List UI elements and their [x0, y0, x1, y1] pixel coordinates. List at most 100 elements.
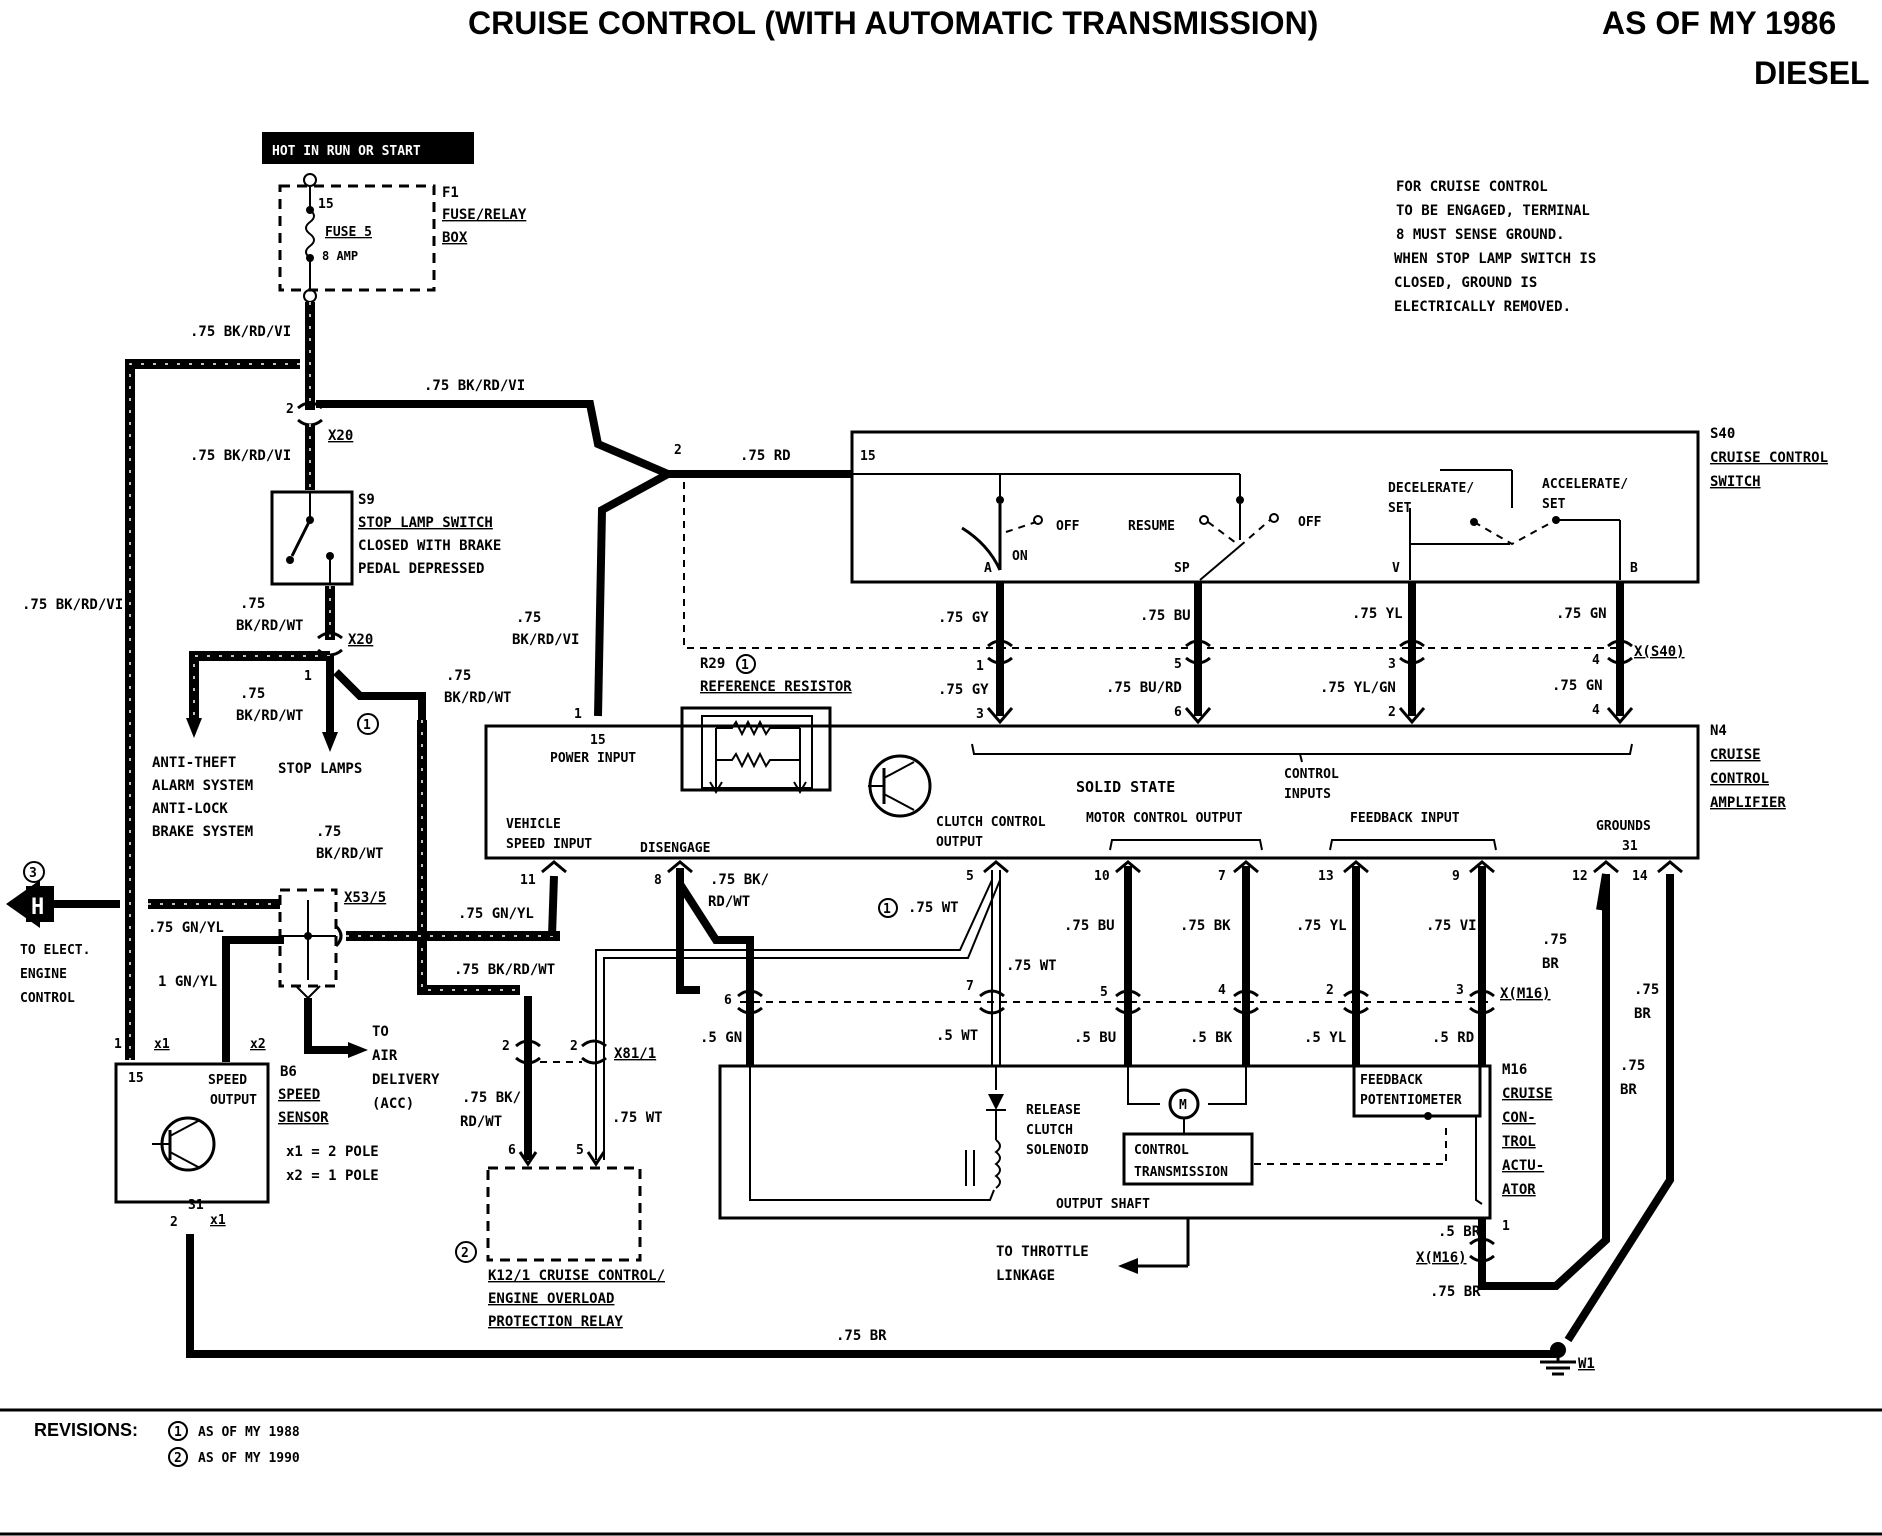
svg-text:BK/RD/WT: BK/RD/WT — [444, 690, 511, 706]
svg-text:.75 BK/RD/VI: .75 BK/RD/VI — [190, 448, 291, 464]
svg-text:2: 2 — [674, 443, 682, 458]
svg-text:BOX: BOX — [442, 230, 468, 246]
svg-text:x1: x1 — [154, 1037, 170, 1052]
svg-text:TO BE ENGAGED, TERMINAL: TO BE ENGAGED, TERMINAL — [1396, 203, 1590, 219]
svg-text:.75 GY: .75 GY — [938, 682, 989, 698]
svg-text:8 AMP: 8 AMP — [322, 249, 358, 263]
svg-text:TO ELECT.: TO ELECT. — [20, 943, 90, 958]
reference-resistor-name: REFERENCE RESISTOR — [700, 679, 852, 695]
svg-text:AMPLIFIER: AMPLIFIER — [1710, 795, 1786, 811]
solid-state-label: SOLID STATE — [1076, 778, 1175, 796]
svg-text:LINKAGE: LINKAGE — [996, 1268, 1055, 1284]
svg-text:.75 YL/GN: .75 YL/GN — [1320, 680, 1396, 696]
svg-text:.75: .75 — [316, 824, 341, 840]
svg-text:RESUME: RESUME — [1128, 519, 1175, 534]
fuse-label: FUSE 5 — [325, 225, 372, 240]
anti-theft-destination: ANTI-THEFT ALARM SYSTEM ANTI-LOCK BRAKE … — [152, 755, 253, 840]
svg-text:B6: B6 — [280, 1064, 297, 1080]
svg-text:POTENTIOMETER: POTENTIOMETER — [1360, 1093, 1462, 1108]
svg-text:.75 RD: .75 RD — [740, 448, 791, 464]
svg-text:F1: F1 — [442, 185, 459, 201]
svg-text:x1 = 2 POLE: x1 = 2 POLE — [286, 1144, 379, 1160]
svg-text:.75 GN: .75 GN — [1552, 678, 1603, 694]
speed-sensor — [114, 1062, 270, 1204]
wire-label: .75 BK/RD/VI — [190, 324, 291, 340]
svg-text:1: 1 — [304, 669, 312, 684]
svg-text:7: 7 — [1218, 869, 1226, 884]
svg-text:.75 BK/: .75 BK/ — [710, 872, 769, 888]
terminal-icon — [303, 173, 317, 187]
svg-text:TO THROTTLE: TO THROTTLE — [996, 1244, 1089, 1260]
svg-text:FOR CRUISE CONTROL: FOR CRUISE CONTROL — [1396, 179, 1548, 195]
fuse-icon — [305, 209, 315, 259]
svg-text:SET: SET — [1542, 497, 1566, 512]
svg-text:AIR: AIR — [372, 1048, 398, 1064]
arrow-icon — [348, 1042, 368, 1058]
svg-text:.75 YL: .75 YL — [1352, 606, 1403, 622]
svg-text:5: 5 — [576, 1143, 584, 1158]
svg-text:TROL: TROL — [1502, 1134, 1536, 1150]
svg-text:1: 1 — [883, 902, 891, 917]
hot-label-box — [262, 132, 474, 164]
connector-x53 — [278, 888, 338, 988]
svg-text:ELECTRICALLY REMOVED.: ELECTRICALLY REMOVED. — [1394, 299, 1571, 315]
hot-label: HOT IN RUN OR START — [272, 144, 421, 159]
solenoid-icon — [994, 1139, 1001, 1189]
svg-text:15: 15 — [128, 1071, 144, 1086]
svg-text:CLOSED WITH BRAKE: CLOSED WITH BRAKE — [358, 538, 501, 554]
svg-text:BR: BR — [1634, 1006, 1651, 1022]
stop-lamp-switch — [270, 490, 354, 586]
n4-bottom-pins: 11 8 5 10 7 13 9 12 14 — [520, 869, 1648, 888]
svg-text:.75 BK/RD/WT: .75 BK/RD/WT — [454, 962, 555, 978]
revision-marker — [455, 1241, 477, 1263]
svg-text:SP: SP — [1174, 561, 1190, 576]
svg-text:ANTI-THEFT: ANTI-THEFT — [152, 755, 236, 771]
svg-text:CONTROL: CONTROL — [20, 991, 75, 1006]
svg-text:2: 2 — [502, 1039, 510, 1054]
svg-text:X53/5: X53/5 — [344, 890, 386, 906]
svg-text:15: 15 — [860, 449, 876, 464]
svg-text:.5 RD: .5 RD — [1432, 1030, 1474, 1046]
svg-text:8 MUST SENSE GROUND.: 8 MUST SENSE GROUND. — [1396, 227, 1565, 243]
svg-text:.5 BR: .5 BR — [1438, 1224, 1481, 1240]
relay-name: K12/1 CRUISE CONTROL/ — [488, 1268, 665, 1284]
svg-text:.75 WT: .75 WT — [908, 900, 959, 916]
svg-text:WHEN STOP LAMP SWITCH IS: WHEN STOP LAMP SWITCH IS — [1394, 251, 1596, 267]
arrow-icon — [322, 732, 338, 752]
svg-text:BRAKE SYSTEM: BRAKE SYSTEM — [152, 824, 253, 840]
svg-text:ACTU-: ACTU- — [1502, 1158, 1544, 1174]
svg-text:.75 VI: .75 VI — [1426, 918, 1477, 934]
svg-text:2: 2 — [174, 1451, 182, 1466]
svg-text:.75: .75 — [516, 610, 541, 626]
svg-text:AS OF MY 1988: AS OF MY 1988 — [198, 1425, 300, 1440]
svg-text:INPUTS: INPUTS — [1284, 787, 1331, 802]
svg-text:1: 1 — [741, 658, 749, 673]
svg-text:6: 6 — [724, 993, 732, 1008]
svg-text:3: 3 — [1456, 983, 1464, 998]
xm16-connector — [737, 989, 1495, 1015]
amplifier-name: CRUISE — [1710, 747, 1761, 763]
svg-text:12: 12 — [1572, 869, 1588, 884]
svg-text:.5 YL: .5 YL — [1304, 1030, 1346, 1046]
svg-text:PEDAL DEPRESSED: PEDAL DEPRESSED — [358, 561, 484, 577]
svg-text:X20: X20 — [328, 428, 353, 444]
engine-control-destination: TO ELECT. ENGINE CONTROL — [20, 943, 90, 1006]
svg-text:4: 4 — [1218, 983, 1226, 998]
svg-text:1: 1 — [1502, 1219, 1510, 1234]
svg-text:.75: .75 — [1620, 1058, 1645, 1074]
svg-text:31: 31 — [1622, 839, 1638, 854]
svg-text:.75 GY: .75 GY — [938, 610, 989, 626]
svg-text:X(M16): X(M16) — [1416, 1250, 1467, 1266]
svg-text:.75 BU: .75 BU — [1064, 918, 1115, 934]
svg-text:M16: M16 — [1502, 1062, 1527, 1078]
svg-text:X20: X20 — [348, 632, 373, 648]
svg-text:B: B — [1630, 561, 1638, 576]
svg-text:SWITCH: SWITCH — [1710, 474, 1761, 490]
svg-text:7: 7 — [966, 979, 974, 994]
fuse-box-name: FUSE/RELAY — [442, 207, 527, 223]
svg-text:x2: x2 — [250, 1037, 266, 1052]
engine-type: DIESEL — [1754, 55, 1870, 91]
svg-text:TO: TO — [372, 1024, 389, 1040]
svg-text:.75 YL: .75 YL — [1296, 918, 1347, 934]
svg-text:X81/1: X81/1 — [614, 1046, 656, 1062]
